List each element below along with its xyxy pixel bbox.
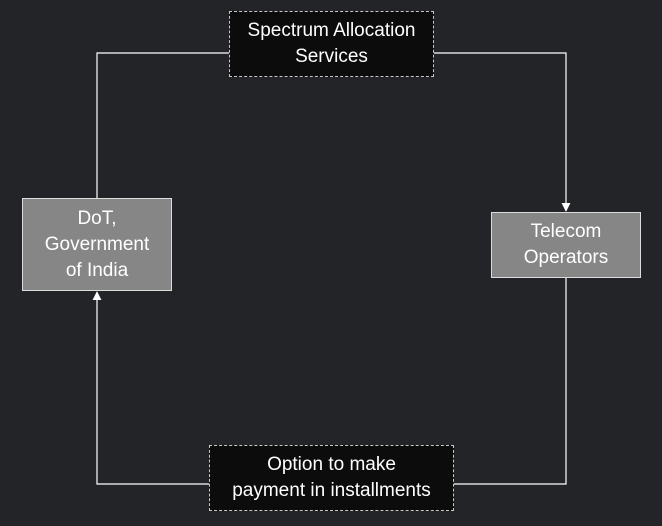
node-spectrum-allocation-services: Spectrum Allocation Services bbox=[229, 11, 434, 77]
connector-dot-to-spectrum bbox=[96, 52, 229, 198]
connector-spectrum-to-telecom bbox=[434, 52, 571, 212]
node-telecom-operators: Telecom Operators bbox=[491, 212, 641, 278]
node-installment-payment-option: Option to make payment in installments bbox=[209, 445, 454, 511]
connector-option-to-dot bbox=[92, 291, 209, 485]
connector-telecom-to-option bbox=[454, 278, 567, 485]
node-dot-government-of-india: DoT, Government of India bbox=[22, 198, 172, 291]
